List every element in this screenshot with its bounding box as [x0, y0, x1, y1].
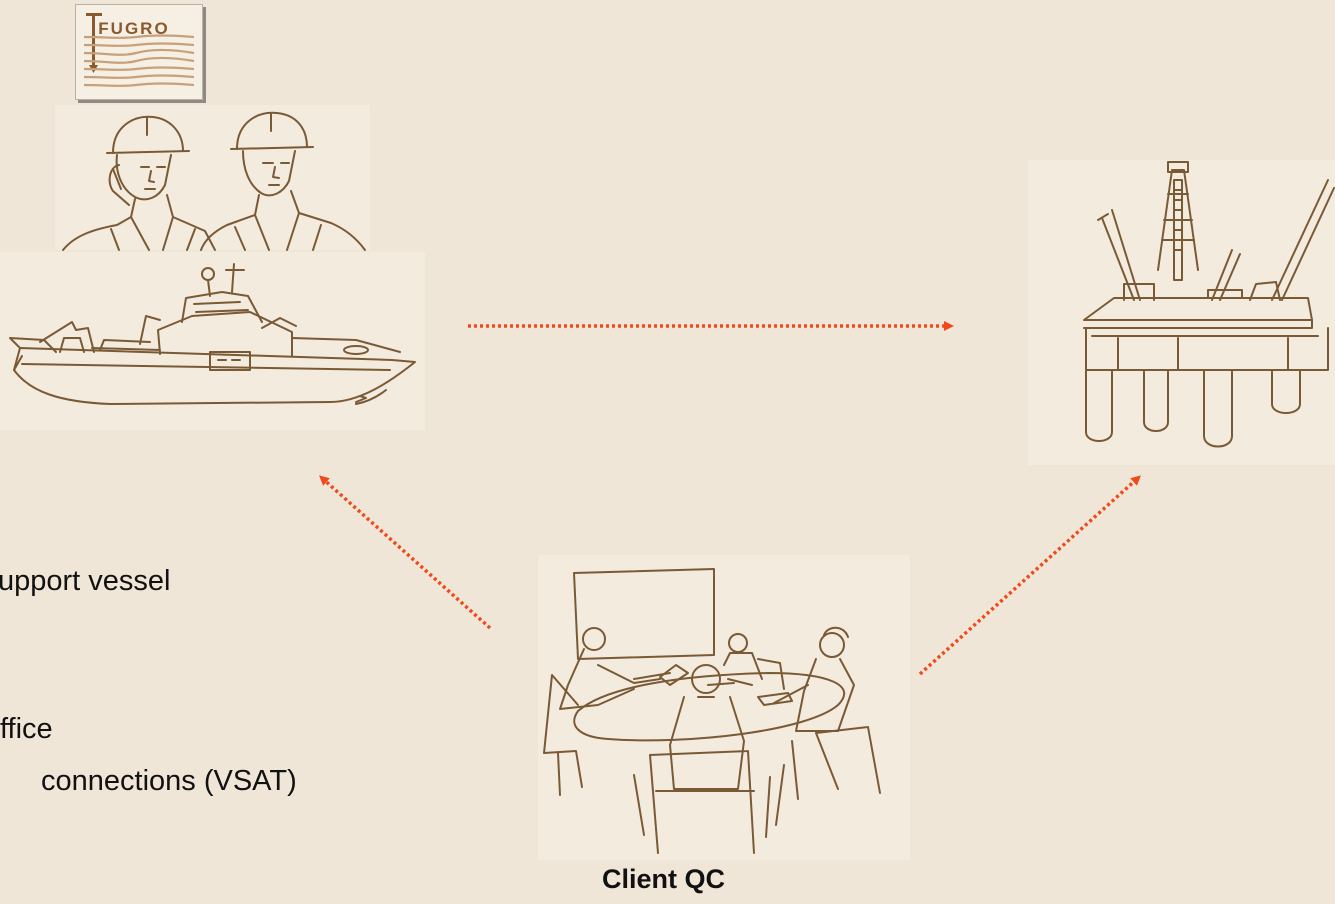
- bullet-vessel-text: upport vessel: [0, 567, 171, 596]
- arrow-client-to-vessel: [322, 478, 490, 628]
- client-qc-caption: Client QC: [602, 864, 725, 895]
- bullet-connections-text: connections (VSAT): [41, 767, 297, 796]
- arrow-client-to-rig: [920, 478, 1138, 674]
- bullet-office-text: ffice: [0, 715, 53, 744]
